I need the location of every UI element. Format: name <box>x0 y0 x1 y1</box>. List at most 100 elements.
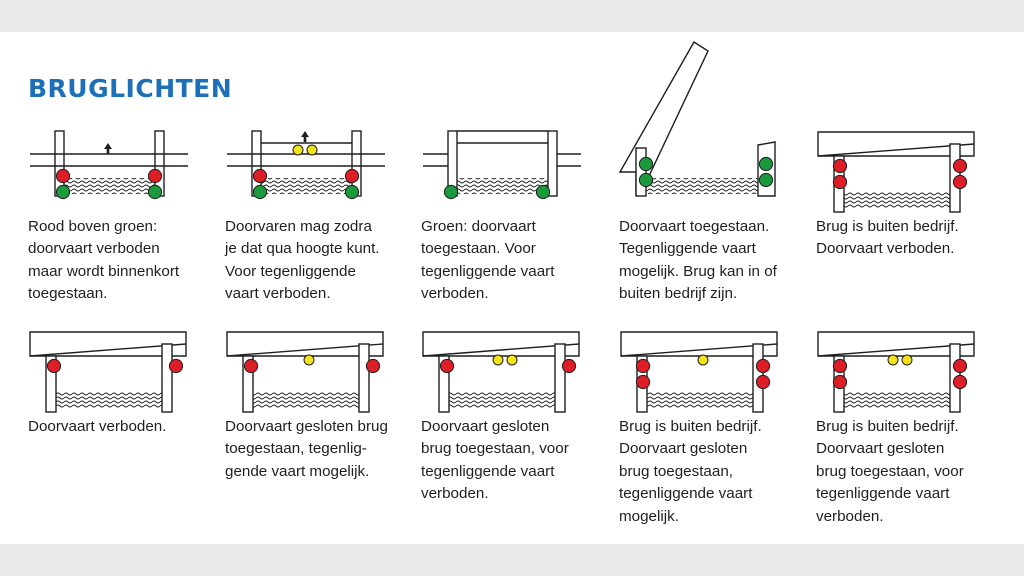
water-waves <box>844 392 950 408</box>
caption-line: Brug is buiten bedrijf. <box>619 418 762 435</box>
open-bascule-leaf <box>618 41 709 196</box>
red-light <box>168 358 184 374</box>
red-light <box>952 374 968 390</box>
yellow-light <box>697 354 709 366</box>
infographic-page <box>0 32 1024 544</box>
right-support <box>161 343 173 413</box>
deck-frame <box>817 131 975 157</box>
red-light <box>252 168 268 184</box>
red-light <box>635 374 651 390</box>
bridge-panel-r2c1 <box>29 331 187 413</box>
water-waves <box>449 392 555 408</box>
deck-slope <box>620 343 778 357</box>
caption-line: maar wordt binnenkort <box>28 262 180 280</box>
red-light <box>832 174 848 190</box>
red-light <box>952 174 968 190</box>
caption-line: Doorvaren mag zodra <box>225 218 372 235</box>
caption-line: Doorvaart gesloten <box>816 440 945 458</box>
caption-line: Doorvaart gesloten <box>619 440 748 458</box>
caption-line: Brug is buiten bedrijf. <box>816 218 959 235</box>
yellow-light <box>292 144 304 156</box>
water-waves <box>457 178 548 194</box>
bridge-panel-r1c2 <box>227 130 385 200</box>
caption-line: Doorvaart verboden. <box>28 418 167 435</box>
left-pier <box>635 147 647 197</box>
red-light <box>243 358 259 374</box>
caption-line: je dat qua hoogte kunt. <box>225 240 380 258</box>
up-arrow-icon <box>301 131 309 142</box>
caption-r1c2: Doorvaren mag zodra je dat qua hoogte ku… <box>225 216 409 306</box>
deck-slope <box>422 343 580 357</box>
caption-line: brug toegestaan, voor <box>421 440 569 458</box>
yellow-light <box>901 354 913 366</box>
caption-line: gende vaart mogelijk. <box>225 462 370 480</box>
right-support <box>554 343 566 413</box>
yellow-light <box>303 354 315 366</box>
bridge-panel-r2c3 <box>422 331 580 413</box>
caption-line: mogelijk. Brug kan in of <box>619 262 777 280</box>
green-light <box>252 184 268 200</box>
deck-slope <box>226 343 384 357</box>
red-light <box>365 358 381 374</box>
caption-r1c4: Doorvaart toegestaan. Tegenliggende vaar… <box>619 216 803 306</box>
caption-r2c3: Doorvaart gesloten brug toegestaan, voor… <box>421 416 605 506</box>
yellow-light <box>887 354 899 366</box>
left-support <box>242 355 254 413</box>
caption-line: buiten bedrijf zijn. <box>619 285 738 303</box>
green-light <box>535 184 551 200</box>
red-light <box>147 168 163 184</box>
caption-line: mogelijk. <box>619 507 679 525</box>
red-light <box>952 158 968 174</box>
caption-line: Doorvaart toegestaan. <box>619 218 770 235</box>
red-light <box>635 358 651 374</box>
caption-line: Groen: doorvaart <box>421 218 536 235</box>
red-light <box>344 168 360 184</box>
water-waves <box>261 178 352 194</box>
water-waves <box>647 392 753 408</box>
red-light <box>46 358 62 374</box>
green-light <box>758 156 774 172</box>
left-support <box>438 355 450 413</box>
deck-frame <box>226 331 384 357</box>
caption-line: Brug is buiten bedrijf. <box>816 418 959 435</box>
red-light <box>55 168 71 184</box>
red-light <box>755 374 771 390</box>
water-waves <box>844 192 950 208</box>
bridge-panel-r1c1 <box>30 130 188 200</box>
caption-line: Doorvaart gesloten brug <box>225 418 388 435</box>
red-light <box>439 358 455 374</box>
red-light <box>832 358 848 374</box>
caption-r1c3: Groen: doorvaart toegestaan. Voor tegenl… <box>421 216 605 306</box>
water-waves <box>646 178 758 194</box>
caption-line: Tegenliggende vaart <box>619 240 756 258</box>
water-waves <box>253 392 359 408</box>
deck-frame <box>817 331 975 357</box>
caption-line: brug toegestaan, <box>619 462 733 480</box>
caption-line: tegenliggende vaart <box>619 485 753 503</box>
caption-r2c5: Brug is buiten bedrijf. Doorvaart geslot… <box>816 416 1000 528</box>
green-light <box>638 156 654 172</box>
green-light <box>147 184 163 200</box>
deck-slope <box>817 343 975 357</box>
deck-frame <box>29 331 187 357</box>
caption-line: tegenliggende vaart <box>816 485 950 503</box>
green-light <box>758 172 774 188</box>
deck-frame <box>620 331 778 357</box>
caption-line: Rood boven groen: <box>28 218 158 235</box>
green-light <box>443 184 459 200</box>
red-light <box>755 358 771 374</box>
green-light <box>638 172 654 188</box>
bridge-panels <box>29 41 975 413</box>
green-light <box>55 184 71 200</box>
water-waves <box>56 392 162 408</box>
caption-r2c1: Doorvaart verboden. <box>28 416 212 438</box>
yellow-light <box>492 354 504 366</box>
right-tower <box>547 130 558 197</box>
caption-line: Doorvaart verboden. <box>816 240 955 258</box>
caption-line: verboden. <box>421 285 489 303</box>
caption-line: verboden. <box>421 485 489 503</box>
up-arrow-icon <box>104 143 112 154</box>
right-support <box>358 343 370 413</box>
caption-line: doorvaart verboden <box>28 240 160 258</box>
